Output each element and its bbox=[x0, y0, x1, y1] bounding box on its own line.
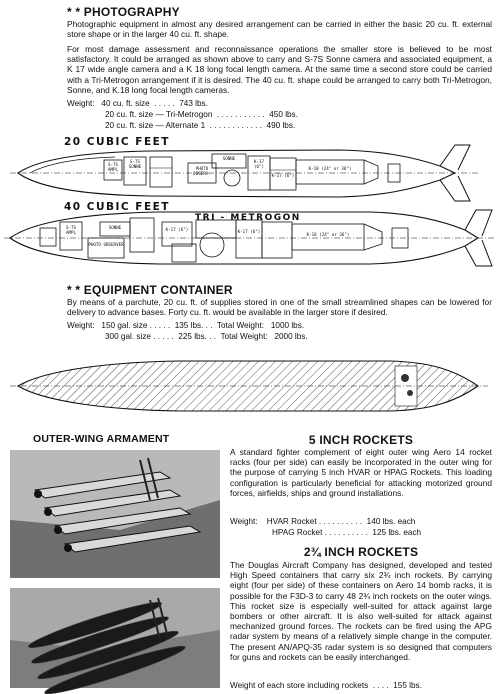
part-label: S-7S AMPL bbox=[65, 225, 77, 235]
equipment-weight-300: 300 gal. size . . . . . 225 lbs. . . Tot… bbox=[105, 332, 308, 341]
photography-description: For most damage assessment and reconnais… bbox=[67, 44, 492, 95]
rockets275-title: 2¾ INCH ROCKETS bbox=[303, 545, 419, 559]
part-label: K-17 (6") bbox=[271, 173, 295, 178]
part-label: K-17 (6") bbox=[165, 227, 189, 232]
part-label: S-7S AMPL bbox=[107, 162, 119, 172]
equipment-title: * * EQUIPMENT CONTAINER bbox=[67, 283, 233, 297]
rockets275-description: The Douglas Aircraft Company has designe… bbox=[230, 560, 492, 662]
equipment-description: By means of a parchute, 20 cu. ft. of su… bbox=[67, 297, 492, 318]
rockets5-weight-hpag: HPAG Rocket . . . . . . . . . . 125 lbs.… bbox=[272, 528, 422, 537]
part-label: S-7S SONNE bbox=[128, 159, 142, 169]
rockets275-weight: Weight of each store including rockets .… bbox=[230, 681, 422, 690]
photography-weight-20-alt: 20 cu. ft. size — Alternate 1 . . . . . … bbox=[105, 121, 296, 130]
rockets5-title: 5 INCH ROCKETS bbox=[308, 433, 414, 447]
photography-title: * * PHOTOGRAPHY bbox=[67, 5, 180, 19]
photography-weight-20-trimetrogon: 20 cu. ft. size — Tri-Metrogon . . . . .… bbox=[105, 110, 298, 119]
rockets5-weight-hvar: Weight: HVAR Rocket . . . . . . . . . . … bbox=[230, 517, 416, 526]
part-label: PHOTO OBSERVER bbox=[88, 242, 124, 247]
diagram-40-label: 40 CUBIC FEET bbox=[64, 201, 170, 213]
diagram-40-sublabel: TRI - METROGON bbox=[195, 213, 301, 223]
part-label: K-17 (6") bbox=[253, 159, 265, 169]
part-label: SONNE bbox=[108, 225, 122, 230]
part-label: K-17 (6") bbox=[237, 229, 261, 234]
outer-wing-title: OUTER-WING ARMAMENT bbox=[33, 433, 170, 445]
diagram-20-label: 20 CUBIC FEET bbox=[64, 136, 170, 148]
rockets5-description: A standard fighter complement of eight o… bbox=[230, 447, 492, 498]
photography-intro: Photographic equipment in almost any des… bbox=[67, 19, 492, 40]
part-label: K-18 (24" or 36") bbox=[308, 166, 352, 171]
part-label: K-18 (24" or 36") bbox=[306, 232, 350, 237]
part-label: SONNE bbox=[222, 156, 236, 161]
part-label: PHOTO OBSERV. bbox=[193, 166, 211, 176]
photography-weight-40: Weight: 40 cu. ft. size . . . . . 743 lb… bbox=[67, 99, 208, 108]
equipment-weight-150: Weight: 150 gal. size . . . . . 135 lbs.… bbox=[67, 321, 305, 330]
